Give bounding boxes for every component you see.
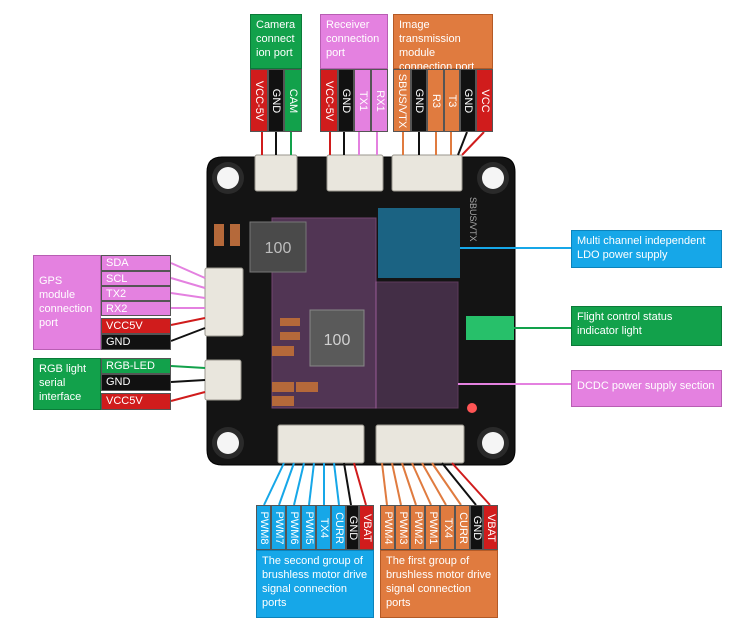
gps-pin-sda: SDA bbox=[101, 255, 171, 271]
status-led-red bbox=[467, 403, 477, 413]
first-pin-pwm4: PWM4 bbox=[380, 505, 395, 550]
image-pin-gnd-2: GND bbox=[460, 69, 476, 132]
image-pin-r3: R3 bbox=[427, 69, 444, 132]
first-group-title: The first group of brushless motor drive… bbox=[380, 550, 498, 618]
first-pin-gnd-label: GND bbox=[470, 515, 483, 540]
image-port-title: Image transmission module connection por… bbox=[393, 14, 493, 73]
first-pin-pwm1-label: PWM1 bbox=[426, 511, 439, 544]
image-pin-sbus-label: SBUS/VTX bbox=[396, 73, 408, 128]
rgb-pin-led: RGB-LED bbox=[101, 358, 171, 374]
receiver-pin-tx1-label: TX1 bbox=[356, 90, 369, 111]
second-pin-gnd-label: GND bbox=[346, 515, 359, 540]
first-pin-vbat-label: VBAT bbox=[484, 513, 497, 542]
inductor-2 bbox=[309, 309, 365, 367]
receiver-pin-vcc-label: VCC-5V bbox=[323, 80, 335, 121]
second-group-title: The second group of brushless motor driv… bbox=[256, 550, 374, 618]
gps-pin-scl: SCL bbox=[101, 271, 171, 286]
mounting-holes bbox=[212, 162, 509, 459]
image-pin-t3: T3 bbox=[444, 69, 460, 132]
second-pin-vbat-label: VBAT bbox=[360, 513, 373, 542]
first-pin-pwm4-label: PWM4 bbox=[381, 511, 394, 544]
gps-pin-tx2: TX2 bbox=[101, 286, 171, 301]
first-pin-curr: CURR bbox=[455, 505, 470, 550]
first-pin-tx4: TX4 bbox=[440, 505, 455, 550]
receiver-pin-gnd-label: GND bbox=[340, 88, 352, 113]
receiver-pin-vcc: VCC-5V bbox=[320, 69, 338, 132]
camera-port-title: Camera connect ion port bbox=[250, 14, 302, 69]
second-pin-pwm5-label: PWM5 bbox=[302, 511, 315, 544]
inductor-2-label: 100 bbox=[324, 332, 351, 349]
first-pin-curr-label: CURR bbox=[456, 511, 469, 544]
second-pin-tx4-label: TX4 bbox=[317, 517, 330, 538]
leader-lines-bottom bbox=[263, 462, 491, 506]
first-pin-pwm2: PWM2 bbox=[410, 505, 425, 550]
status-led bbox=[466, 316, 514, 340]
camera-pin-cam: CAM bbox=[284, 69, 302, 132]
camera-pin-vcc: VCC-5V bbox=[250, 69, 268, 132]
first-pin-pwm3-label: PWM3 bbox=[396, 511, 409, 544]
camera-pin-vcc-label: VCC-5V bbox=[253, 80, 265, 121]
second-pin-pwm6: PWM6 bbox=[286, 505, 301, 550]
inductor-1-label: 100 bbox=[265, 240, 292, 257]
leader-lines-right bbox=[458, 247, 571, 385]
second-pin-pwm8-label: PWM8 bbox=[257, 511, 270, 544]
first-pin-tx4-label: TX4 bbox=[441, 517, 454, 538]
gps-pin-vcc5v: VCC5V bbox=[101, 318, 171, 334]
second-pin-curr: CURR bbox=[331, 505, 346, 550]
receiver-port-title: Receiver connection port bbox=[320, 14, 388, 69]
first-pin-pwm2-label: PWM2 bbox=[411, 511, 424, 544]
leader-lines-top bbox=[261, 131, 485, 156]
receiver-pin-tx1: TX1 bbox=[354, 69, 371, 132]
dcdc-region-right bbox=[375, 281, 459, 409]
inductor-1 bbox=[249, 221, 307, 273]
rgb-port-title: RGB light serial interface bbox=[33, 358, 101, 410]
receiver-pin-rx1-label: RX1 bbox=[373, 89, 386, 112]
smd-components bbox=[214, 224, 318, 406]
board-connectors bbox=[204, 154, 465, 464]
image-pin-t3-label: T3 bbox=[446, 94, 458, 107]
second-pin-pwm8: PWM8 bbox=[256, 505, 271, 550]
leader-lines-left bbox=[170, 262, 206, 402]
first-pin-vbat: VBAT bbox=[483, 505, 498, 550]
silk-sbus: SBUS/VTX bbox=[468, 197, 478, 242]
second-pin-pwm7: PWM7 bbox=[271, 505, 286, 550]
second-pin-gnd: GND bbox=[346, 505, 359, 550]
gps-pin-rx2: RX2 bbox=[101, 301, 171, 316]
second-pin-vbat: VBAT bbox=[359, 505, 374, 550]
second-pin-pwm5: PWM5 bbox=[301, 505, 316, 550]
image-pin-gnd-2-label: GND bbox=[462, 88, 474, 113]
dcdc-label: DCDC power supply section bbox=[571, 370, 722, 407]
gps-port-title: GPS module connection port bbox=[33, 255, 101, 350]
image-pin-vcc: VCC bbox=[476, 69, 493, 132]
image-pin-gnd-1: GND bbox=[411, 69, 427, 132]
rgb-pin-gnd: GND bbox=[101, 374, 171, 391]
gps-pin-gnd: GND bbox=[101, 334, 171, 350]
image-pin-gnd-1-label: GND bbox=[413, 88, 425, 113]
second-pin-pwm7-label: PWM7 bbox=[272, 511, 285, 544]
first-pin-pwm1: PWM1 bbox=[425, 505, 440, 550]
receiver-pin-rx1: RX1 bbox=[371, 69, 388, 132]
ldo-region bbox=[378, 208, 460, 278]
image-pin-r3-label: R3 bbox=[429, 93, 442, 108]
second-pin-curr-label: CURR bbox=[332, 511, 345, 544]
receiver-pin-gnd: GND bbox=[338, 69, 354, 132]
status-light-label: Flight control status indicator light bbox=[571, 306, 722, 346]
second-pin-pwm6-label: PWM6 bbox=[287, 511, 300, 544]
camera-pin-gnd-label: GND bbox=[270, 88, 282, 113]
image-pin-sbus: SBUS/VTX bbox=[393, 69, 411, 132]
first-pin-pwm3: PWM3 bbox=[395, 505, 410, 550]
second-pin-tx4: TX4 bbox=[316, 505, 331, 550]
ldo-label: Multi channel independent LDO power supp… bbox=[571, 230, 722, 268]
camera-pin-gnd: GND bbox=[268, 69, 284, 132]
image-pin-vcc-label: VCC bbox=[478, 88, 491, 113]
first-pin-gnd: GND bbox=[470, 505, 483, 550]
rgb-pin-vcc5v: VCC5V bbox=[101, 393, 171, 410]
camera-pin-cam-label: CAM bbox=[287, 88, 299, 113]
